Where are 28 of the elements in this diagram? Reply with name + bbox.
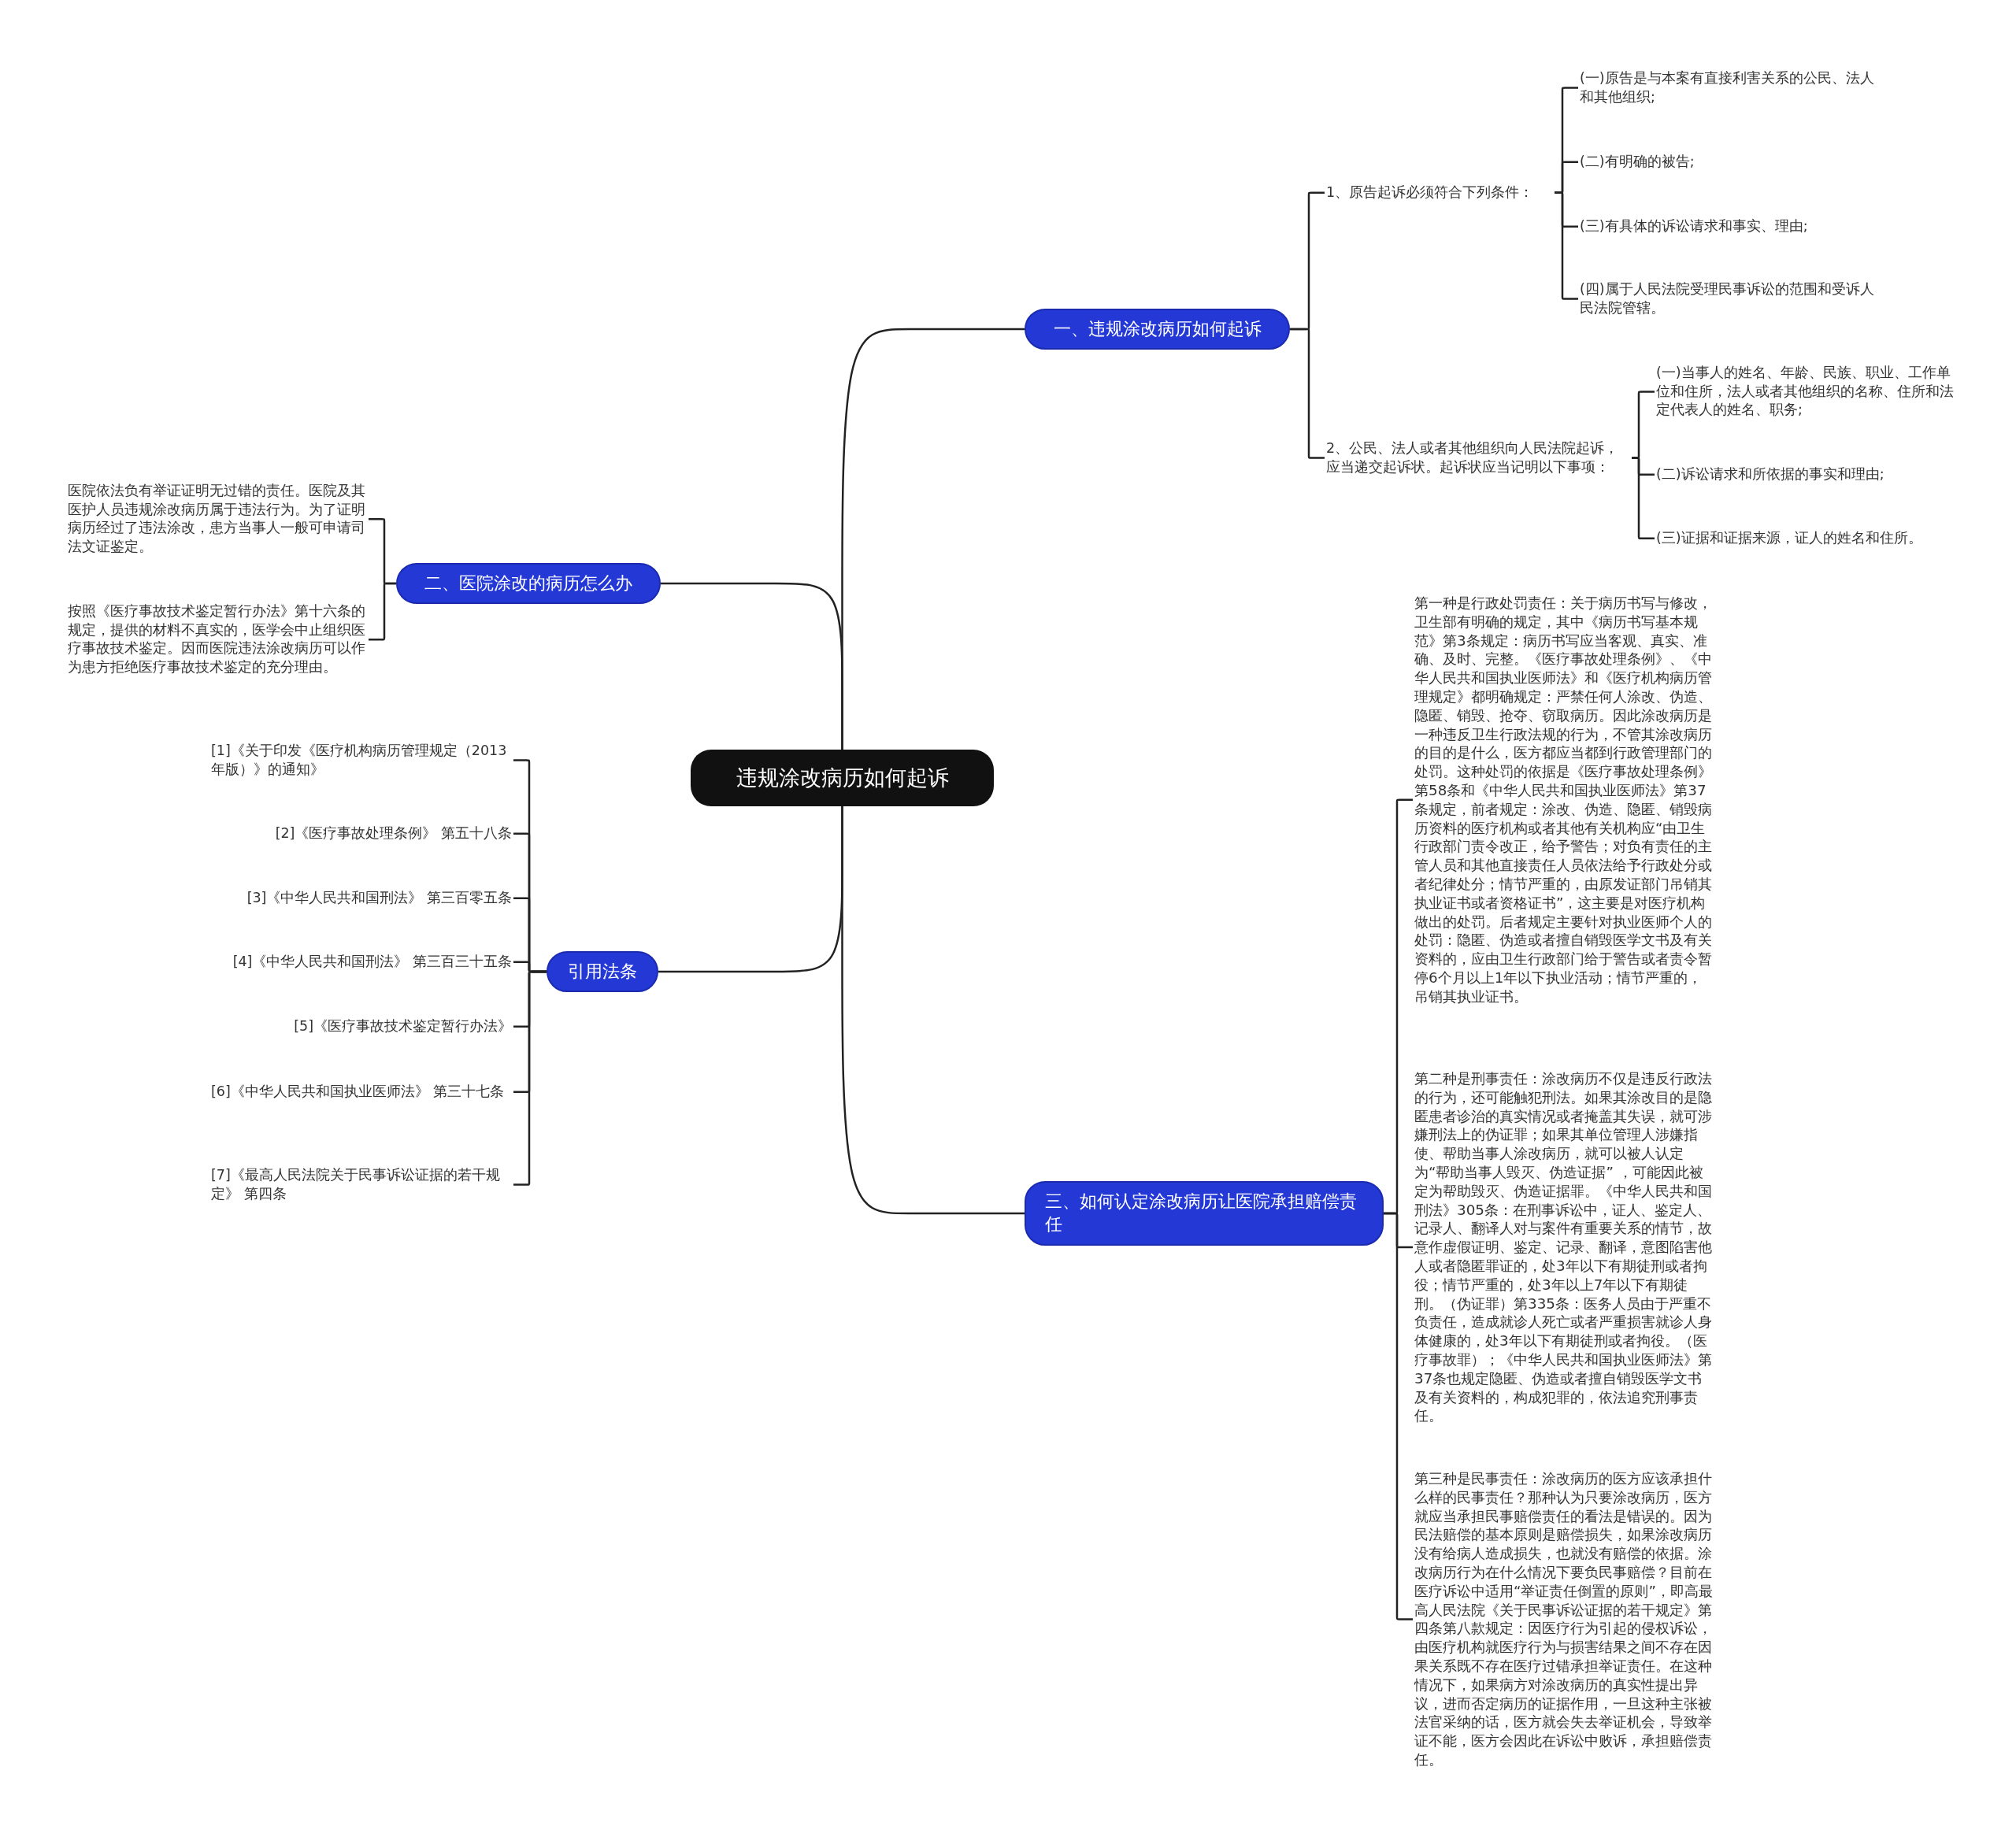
- subtopic-text: 2、公民、法人或者其他组织向人民法院起诉，应当递交起诉状。起诉状应当记明以下事项：: [1326, 439, 1632, 477]
- citation-text: [1]《关于印发《医疗机构病历管理规定（2013年版）》的通知》: [211, 742, 512, 780]
- subtopic-text: (四)属于人民法院受理民事诉讼的范围和受诉人民法院管辖。: [1580, 280, 1887, 318]
- subtopic-text: (二)有明确的被告;: [1580, 153, 1887, 172]
- connector-line: [841, 806, 1025, 1215]
- subtopic-text: 1、原告起诉必须符合下列条件：: [1326, 183, 1555, 202]
- paragraph-text: 按照《医疗事故技术鉴定暂行办法》第十六条的规定，提供的材料不真实的，医学会中止组织医疗事故技术鉴定。因而医院违法涂改病历可以作为患方拒绝医疗事故技术鉴定的充分理由。: [68, 602, 367, 677]
- subtopic-text: (三)证据和证据来源，证人的姓名和住所。: [1656, 529, 1963, 548]
- citation-text: [5]《医疗事故技术鉴定暂行办法》: [211, 1017, 512, 1036]
- citation-text: [6]《中华人民共和国执业医师法》 第三十七条: [211, 1083, 512, 1102]
- citation-text: [2]《医疗事故处理条例》 第五十八条: [211, 824, 512, 843]
- branch-topic: 引用法条: [547, 951, 658, 992]
- citation-text: [3]《中华人民共和国刑法》 第三百零五条: [211, 889, 512, 908]
- branch-topic: 三、如何认定涂改病历让医院承担赔偿责任: [1025, 1181, 1384, 1246]
- branch-topic: 二、医院涂改的病历怎么办: [396, 563, 661, 604]
- subtopic-text: (一)当事人的姓名、年龄、民族、职业、工作单位和住所，法人或者其他组织的名称、住所和法定代表人的姓名、职务;: [1656, 364, 1963, 420]
- citation-text: [7]《最高人民法院关于民事诉讼证据的若干规定》 第四条: [211, 1166, 512, 1204]
- citation-text: [4]《中华人民共和国刑法》 第三百三十五条: [211, 953, 512, 972]
- paragraph-text: 第二种是刑事责任：涂改病历不仅是违反行政法的行为，还可能触犯刑法。如果其涂改目的是隐匿患者诊治的真实情况或者掩盖其失误，就可涉嫌刑法上的伪证罪；如果其单位管理人涉嫌指使、帮助当事人涂改病历，就可以被人认定为“帮助当事人毁灭、伪造证据” ，可能因此被定为帮助毁灭、伪造证据罪。《中华人民共和国刑法》305条：在刑事诉讼中，证人、鉴定人、记录人、翻译人对与案件有重要关系的情节，故意作虚假证明、鉴定、记录、翻译，意图陷害他人或者隐匿罪证的，处3年以下有期徒刑或者拘役；情节严重的，处3年以上7年以下有期徒刑。（伪证罪）第335条：医务人员由于严重不负责任，造成就诊人死亡或者严重损害就诊人身体健康的，处3年以下有期徒刑或者拘役。（医疗事故罪）；《中华人民共和国执业医师法》第37条也规定隐匿、伪造或者擅自销毁医学文书及有关资料的，构成犯罪的，依法追究刑事责任。: [1414, 1069, 1715, 1426]
- paragraph-text: 第一种是行政处罚责任：关于病历书写与修改，卫生部有明确的规定，其中《病历书写基本规范》第3条规定：病历书写应当客观、真实、准确、及时、完整。《医疗事故处理条例》、《中华人民共和国执业医师法》和《医疗机构病历管理规定》都明确规定：严禁任何人涂改、伪造、隐匿、销毁、抢夺、窃取病历。因此涂改病历是一种违反卫生行政法规的行为，不管其涂改病历的目的是什么，医方都应当都到行政管理部门的处罚。这种处罚的依据是《医疗事故处理条例》第58条和《中华人民共和国执业医师法》第37条规定，前者规定：涂改、伪造、隐匿、销毁病历资料的医疗机构或者其他有关机构应“由卫生行政部门责令改正，给予警告；对负有责任的主管人员和其他直接责任人员依法给予行政处分或者纪律处分；情节严重的，由原发证部门吊销其执业证书或者资格证书”，这主要是对医疗机构做出的处罚。后者规定主要针对执业医师个人的处罚：隐匿、伪造或者擅自销毁医学文书及有关资料的，应由卫生行政部门给于警告或者责令暂停6个月以上1年以下执业活动；情节严重的，吊销其执业证书。: [1414, 594, 1715, 1006]
- paragraph-text: 医院依法负有举证证明无过错的责任。医院及其医护人员违规涂改病历属于违法行为。为了证明病历经过了违法涂改，患方当事人一般可申请司法文证鉴定。: [68, 482, 367, 557]
- subtopic-text: (三)有具体的诉讼请求和事实、理由;: [1580, 217, 1887, 236]
- connector-line: [661, 582, 843, 750]
- subtopic-text: (一)原告是与本案有直接利害关系的公民、法人和其他组织;: [1580, 69, 1887, 107]
- root-topic: 违规涂改病历如何起诉: [691, 750, 994, 806]
- branch-topic: 一、违规涂改病历如何起诉: [1025, 309, 1290, 350]
- paragraph-text: 第三种是民事责任：涂改病历的医方应该承担什么样的民事责任？那种认为只要涂改病历，医方就应当承担民事赔偿责任的看法是错误的。因为民法赔偿的基本原则是赔偿损失，如果涂改病历没有给病人造成损失，也就没有赔偿的依据。涂改病历行为在什么情况下要负民事赔偿？目前在医疗诉讼中适用“举证责任倒置的原则”，即高最高人民法院《关于民事诉讼证据的若干规定》第四条第八款规定：因医疗行为引起的侵权诉讼，由医疗机构就医疗行为与损害结果之间不存在因果关系既不存在医疗过错承担举证责任。在这种情况下，如果病方对涂改病历的真实性提出异议，进而否定病历的证据作用，一旦这种主张被法官采纳的话，医方就会失去举证机会，导致举证不能，医方会因此在诉讼中败诉，承担赔偿责任。: [1414, 1469, 1715, 1769]
- subtopic-text: (二)诉讼请求和所依据的事实和理由;: [1656, 465, 1963, 484]
